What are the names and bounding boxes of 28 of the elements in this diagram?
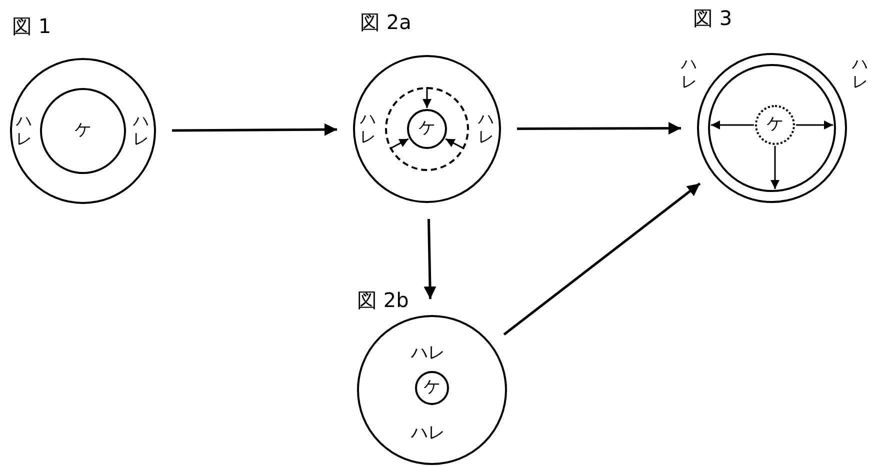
zone-label: ハレ	[852, 55, 869, 92]
core-circle	[755, 105, 795, 145]
core-label: ケ	[766, 116, 784, 133]
core-circle	[40, 88, 126, 174]
arrow	[445, 138, 464, 150]
arrow	[422, 87, 432, 108]
zone-label: ハレ	[681, 55, 698, 92]
figure-heading: 図 2b	[357, 290, 409, 310]
arrow	[390, 138, 409, 150]
zone-label: ハレ	[16, 112, 33, 149]
figure-heading: 図 3	[693, 8, 732, 28]
zone-label: ハレ	[360, 110, 377, 147]
core-label: ケ	[74, 122, 92, 139]
figure-heading: 図 2a	[360, 12, 412, 32]
arrow	[503, 182, 701, 336]
core-circle	[407, 109, 447, 149]
zone-label: ハレ	[478, 110, 495, 147]
core-label: ケ	[422, 379, 442, 396]
core-label: ケ	[418, 120, 436, 137]
arrow	[517, 122, 681, 135]
zone-label: ハレ	[411, 425, 445, 442]
arrow	[424, 218, 436, 300]
core-circle	[415, 371, 449, 405]
dashed-circle	[385, 87, 469, 171]
figure-heading: 図 1	[12, 16, 52, 36]
zone-label: ハレ	[411, 345, 445, 362]
zone-label: ハレ	[133, 112, 150, 149]
arrow	[172, 123, 337, 136]
